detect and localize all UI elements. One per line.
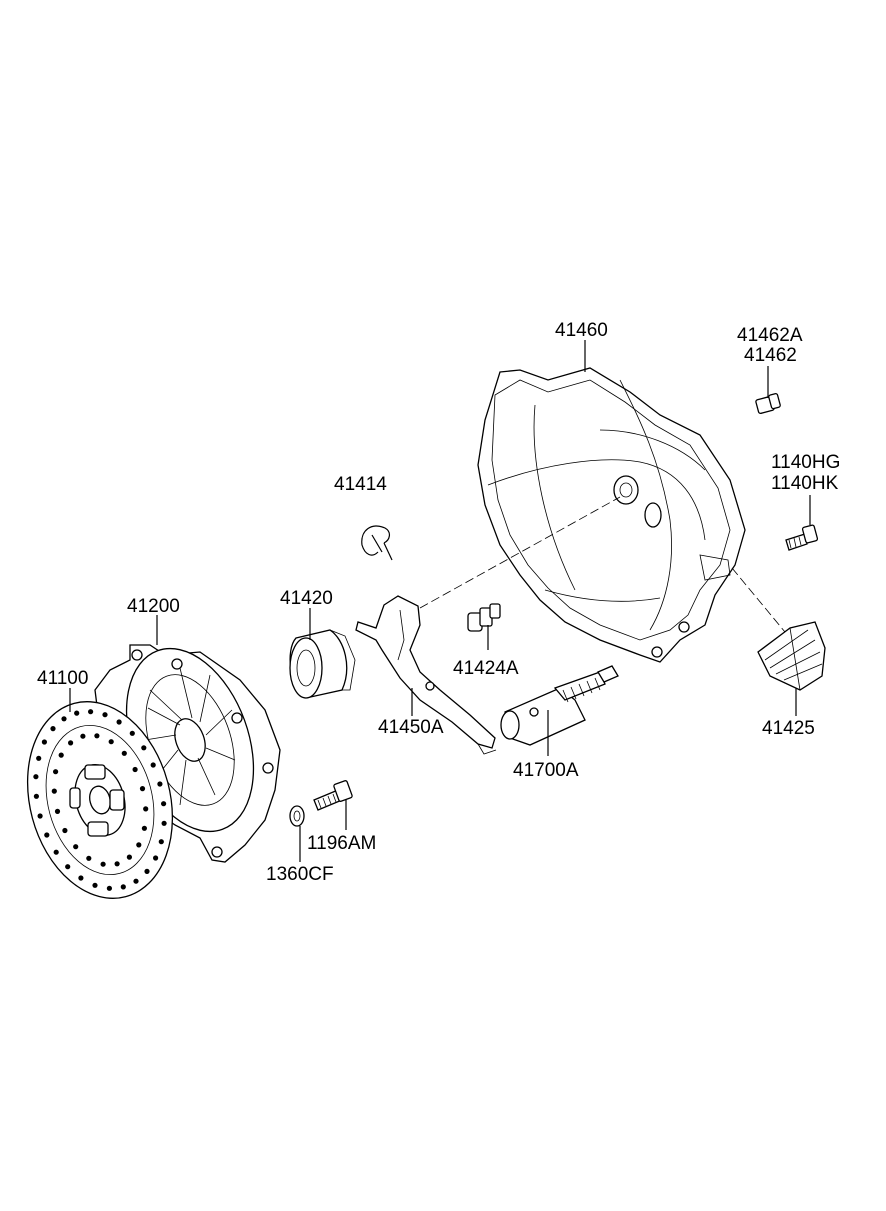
label-41460: 41460 <box>555 320 608 341</box>
guide-line-housing-to-boot <box>731 567 786 633</box>
washer-1360cf <box>289 805 305 827</box>
disc-rivet <box>150 762 156 768</box>
clip-41414 <box>361 525 393 561</box>
disc-rivet <box>102 712 108 718</box>
disc-rivet <box>153 855 159 861</box>
clutch-disc-41100 <box>26 701 174 899</box>
disc-rivet <box>133 878 139 884</box>
clutch-housing-41460 <box>477 367 746 663</box>
disc-rivet <box>62 827 68 834</box>
disc-rivet <box>37 813 43 819</box>
disc-rivet <box>121 750 127 756</box>
bolt-1140hg <box>785 524 819 551</box>
release-fork-41450a <box>355 595 497 755</box>
disc-rivet <box>129 730 135 736</box>
disc-rivet <box>116 719 122 725</box>
disc-rivet <box>157 781 163 787</box>
label-41200: 41200 <box>127 596 180 617</box>
disc-rivet <box>65 864 71 870</box>
disc-rivet <box>33 774 39 780</box>
bolt-1196am <box>313 780 353 811</box>
disc-rivet <box>114 861 120 867</box>
release-bearing-41420 <box>289 629 356 699</box>
disc-rivet <box>100 861 106 867</box>
disc-rivet <box>143 806 149 812</box>
disc-rivet <box>50 726 56 732</box>
disc-rivet <box>161 820 167 826</box>
disc-rivet <box>108 739 114 745</box>
label-41424a: 41424A <box>453 658 519 679</box>
disc-rivet <box>92 882 98 888</box>
disc-rivet <box>78 875 84 881</box>
guide-line-fork-to-housing <box>419 496 621 609</box>
disc-rivet <box>58 752 64 758</box>
disc-rivet <box>51 788 57 794</box>
disc-rivet <box>53 849 59 855</box>
label-1360cf: 1360CF <box>266 864 334 885</box>
label-41414: 41414 <box>334 474 387 495</box>
label-41425: 41425 <box>762 718 815 739</box>
disc-rivet <box>141 825 147 831</box>
disc-rivet <box>120 884 126 890</box>
disc-rivet <box>80 733 86 739</box>
boot-41425 <box>757 621 826 691</box>
pivot-41424a <box>467 603 501 632</box>
disc-rivet <box>54 808 61 815</box>
disc-rivet <box>68 740 74 746</box>
label-41462a: 41462A <box>737 325 803 346</box>
disc-rivet <box>144 868 150 875</box>
label-41700a: 41700A <box>513 760 579 781</box>
disc-rivet <box>74 710 80 716</box>
disc-rivet <box>158 839 164 845</box>
disc-rivet <box>88 709 94 715</box>
disc-rivet <box>61 716 67 722</box>
disc-rivet <box>141 745 147 751</box>
disc-rivet <box>36 755 42 761</box>
disc-rivet <box>53 769 59 775</box>
disc-rivet <box>161 801 167 807</box>
label-41450a: 41450A <box>378 717 444 738</box>
disc-rivet <box>86 855 92 861</box>
leader-lines <box>69 340 811 862</box>
disc-rivet <box>41 739 48 745</box>
disc-rivet <box>136 842 142 848</box>
pressure-plate-41200 <box>94 644 281 863</box>
disc-rivet <box>106 885 112 891</box>
label-1140hg: 1140HG <box>771 452 840 473</box>
disc-rivet <box>44 832 50 838</box>
disc-rivet <box>94 733 100 739</box>
label-41420: 41420 <box>280 588 333 609</box>
disc-rivet <box>126 854 132 860</box>
disc-rivet <box>73 844 79 850</box>
disc-rivet <box>139 786 146 792</box>
disc-rivet <box>132 766 138 773</box>
slave-cylinder-41700a <box>500 665 619 746</box>
disc-rivet <box>33 793 40 799</box>
label-1196am: 1196AM <box>307 833 376 854</box>
label-41100: 41100 <box>37 668 88 689</box>
label-41462: 41462 <box>744 345 797 366</box>
label-1140hk: 1140HK <box>771 473 839 494</box>
bolt-41462 <box>755 393 781 415</box>
